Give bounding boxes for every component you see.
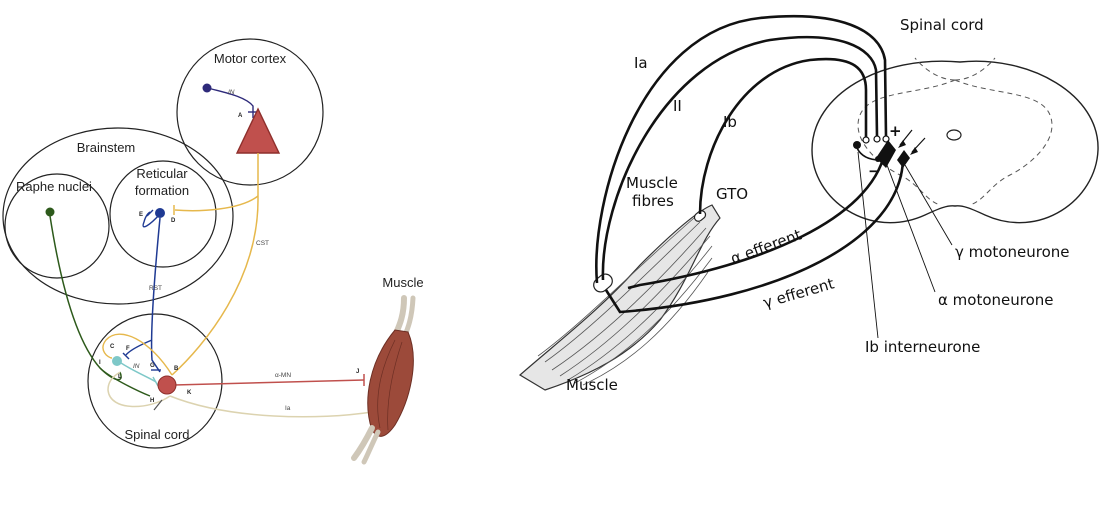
raphe-neuron-soma bbox=[45, 207, 55, 217]
leader-gamma-motoneurone bbox=[904, 164, 953, 246]
spinal-in-label: IN bbox=[133, 363, 140, 370]
letter-g: G bbox=[150, 363, 155, 369]
spinal-interneuron-axon bbox=[120, 362, 157, 383]
ia-spinal-loop bbox=[107, 371, 171, 408]
ia-fibre bbox=[595, 14, 888, 284]
cst-pathway bbox=[171, 153, 259, 376]
gto-label: GTO bbox=[716, 185, 748, 203]
cortex-interneuron-soma bbox=[202, 83, 212, 93]
alpha-mn-label: α-MN bbox=[275, 372, 291, 379]
muscle-fibres-label-line1: Muscle bbox=[626, 174, 678, 192]
leader-ib-interneurone bbox=[857, 151, 879, 339]
muscle-illustration-left bbox=[351, 295, 416, 465]
ii-label: II bbox=[673, 97, 682, 115]
minus-sign: − bbox=[868, 162, 881, 180]
letter-b: B bbox=[174, 366, 179, 372]
ib-fibre bbox=[698, 57, 868, 215]
left-diagram: Motor cortex Brainstem Raphe nuclei Reti… bbox=[2, 38, 424, 465]
gamma-motoneurone-soma bbox=[897, 150, 910, 168]
muscle-label-left: Muscle bbox=[382, 275, 423, 290]
cst-label: CST bbox=[256, 240, 269, 247]
muscle-label-right: Muscle bbox=[566, 376, 618, 394]
letter-f: F bbox=[126, 346, 130, 352]
letter-i: I bbox=[99, 360, 101, 366]
golgi-tendon-organ bbox=[693, 210, 707, 222]
spinal-cord-label: Spinal cord bbox=[124, 427, 189, 442]
letter-e: E bbox=[139, 212, 143, 218]
raphe-pathway bbox=[49, 215, 122, 381]
rst-interneuron-branch bbox=[125, 339, 153, 356]
alpha-motoneuron-soma bbox=[157, 375, 177, 395]
ia-terminal bbox=[882, 135, 890, 143]
letter-h: H bbox=[150, 398, 154, 404]
motor-cortex-label: Motor cortex bbox=[214, 51, 287, 66]
ib-terminal bbox=[862, 136, 870, 144]
raphe-nuclei-outline bbox=[4, 173, 110, 279]
cortex-in-label: IN bbox=[228, 89, 235, 96]
alpha-efferent-fibre bbox=[627, 151, 887, 290]
muscle-spindle bbox=[593, 273, 613, 293]
reticular-neuron-soma bbox=[155, 208, 165, 218]
raphe-nuclei-label: Raphe nuclei bbox=[16, 179, 92, 194]
spinal-cord-outline bbox=[87, 313, 223, 449]
letter-c: C bbox=[110, 344, 115, 350]
alpha-mn-axon bbox=[173, 379, 365, 386]
letter-a: A bbox=[238, 113, 243, 119]
synapse-h bbox=[153, 399, 163, 411]
letter-j: J bbox=[356, 369, 359, 375]
inhibitory-terminal bbox=[853, 141, 861, 149]
alpha-motoneurone-label: α motoneurone bbox=[938, 291, 1054, 309]
reticular-formation-outline bbox=[109, 160, 217, 268]
spinal-cord-outline-right bbox=[811, 60, 1099, 224]
cortex-interneuron-axon bbox=[207, 87, 254, 118]
letter-k: K bbox=[187, 390, 192, 396]
muscle-illustration-right bbox=[518, 204, 721, 391]
muscle-fibres-label-line2: fibres bbox=[632, 192, 674, 210]
right-diagram: Spinal cord bbox=[518, 14, 1099, 394]
gamma-motoneurone-label: γ motoneurone bbox=[955, 243, 1070, 261]
central-canal bbox=[946, 129, 962, 141]
cst-spinal-loop bbox=[102, 333, 173, 376]
raphe-branch bbox=[99, 367, 151, 397]
ii-fibre bbox=[601, 35, 879, 281]
ib-label: Ib bbox=[723, 113, 737, 131]
spinal-interneuron-soma bbox=[112, 356, 122, 366]
brainstem-outline bbox=[2, 127, 234, 305]
rst-label: RST bbox=[149, 285, 162, 292]
rst-pathway bbox=[150, 217, 161, 373]
spinal-cord-label-right: Spinal cord bbox=[900, 16, 984, 34]
ia-label-right: Ia bbox=[634, 54, 648, 72]
rst-synapse-f bbox=[122, 352, 130, 360]
letter-l: L bbox=[118, 374, 122, 380]
reticular-label-line2: formation bbox=[135, 183, 189, 198]
ia-pathway bbox=[169, 395, 373, 418]
arrow-gamma-head bbox=[910, 147, 918, 155]
interneuron-synapse bbox=[152, 376, 159, 387]
gamma-efferent-fibre bbox=[604, 159, 905, 314]
gamma-efferent-label: γ efferent bbox=[761, 274, 836, 311]
reticular-label-line1: Reticular bbox=[136, 166, 188, 181]
pyramidal-neuron bbox=[235, 107, 281, 154]
reticular-local-loop bbox=[142, 211, 161, 228]
leader-alpha-motoneurone bbox=[886, 164, 936, 293]
plus-sign: + bbox=[889, 122, 902, 140]
cst-reticular-branch bbox=[174, 195, 259, 212]
letter-d: D bbox=[171, 218, 176, 224]
arrow-alpha-head bbox=[898, 140, 906, 148]
ia-label-left: Ia bbox=[285, 405, 291, 412]
ii-terminal bbox=[873, 135, 881, 143]
alpha-efferent-label: α efferent bbox=[728, 226, 804, 268]
motor-cortex-outline bbox=[176, 38, 324, 186]
alpha-motoneurone-soma bbox=[876, 140, 896, 168]
reticular-loop-synapse bbox=[146, 209, 154, 217]
brainstem-label: Brainstem bbox=[77, 140, 136, 155]
ib-interneurone-label: Ib interneurone bbox=[865, 338, 980, 356]
